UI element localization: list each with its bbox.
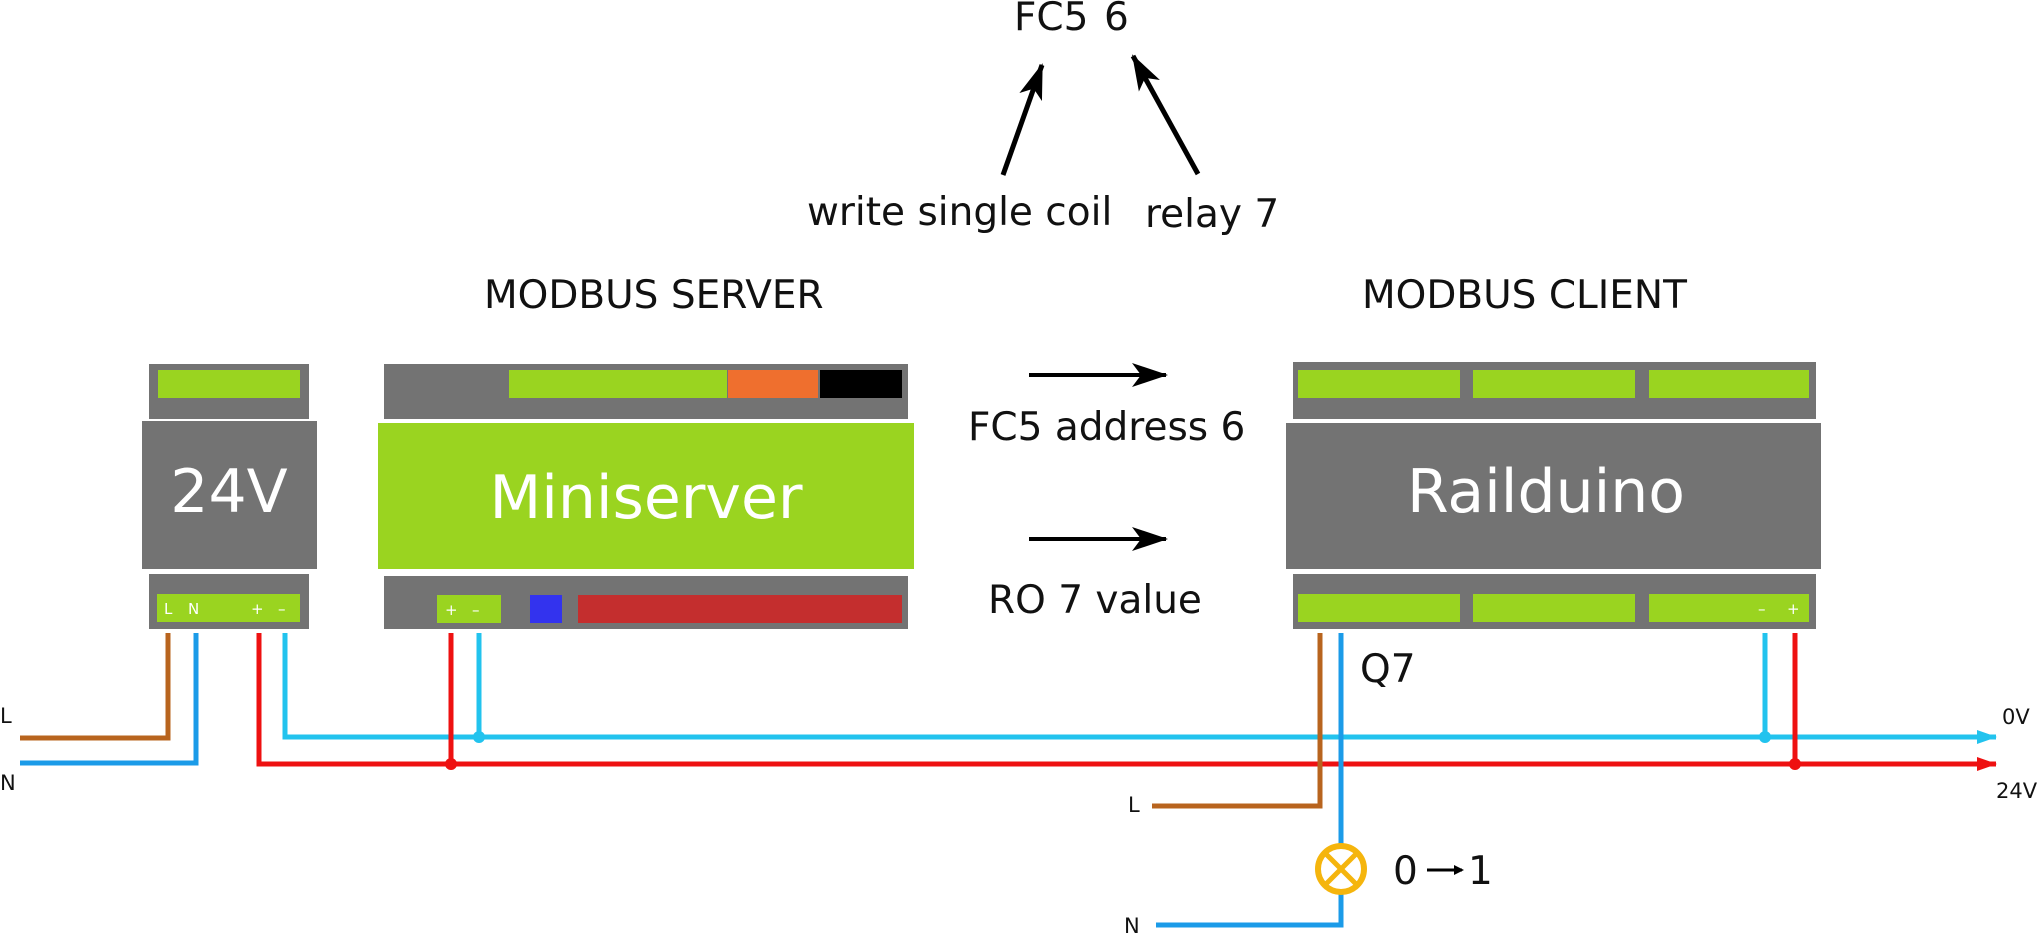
railduino-power-terminal [1649,594,1809,622]
fc-code-arrow [1000,63,1045,176]
wire-label-n-left: N [0,771,16,795]
psu-pin-n: N [188,600,199,618]
address-number-label: 6 [1104,0,1129,40]
fc-code-label: FC5 [1014,0,1088,40]
psu-top-terminal [158,370,300,398]
miniserver-body [378,423,914,569]
miniserver-module: Miniserver + – [378,364,914,629]
modbus-server-header: MODBUS SERVER [484,273,824,318]
miniserver-blue-port [530,595,562,623]
power-supply-module: 24V L N + – [142,364,317,629]
wire-mains-n [20,633,199,766]
wire-label-l-left: L [0,704,12,728]
railduino-module: Railduino – + [1286,362,1821,629]
psu-label: 24V [170,457,287,527]
railduino-pin-plus: + [1787,600,1800,618]
wire-mains-l [20,633,171,741]
lamp-state-to: 1 [1468,849,1493,894]
response-message-label: RO 7 value [988,578,1202,623]
railduino-top-terminal-2 [1473,370,1635,398]
wire-lamp-l [1152,633,1323,809]
railduino-pin-minus: – [1758,600,1766,618]
wire-24v-bus [256,633,1997,771]
miniserver-pin-minus: – [472,601,480,619]
node-miniserver-24v [445,758,457,770]
lamp-state-from: 0 [1393,849,1418,894]
wire-label-24v: 24V [1996,779,2038,803]
railduino-body [1286,423,1821,569]
railduino-top-terminal-1 [1298,370,1460,398]
railduino-label: Railduino [1407,457,1685,527]
miniserver-pin-plus: + [445,601,458,619]
miniserver-power-terminal [437,595,501,623]
wire-lamp-n [1156,893,1344,928]
psu-body [142,421,317,569]
railduino-relay-terminal-1 [1298,594,1460,622]
railduino-top-terminal-3 [1649,370,1809,398]
railduino-relay-terminal-2 [1473,594,1635,622]
wire-label-n-lamp: N [1124,914,1140,935]
miniserver-orange-port [728,370,818,398]
address-arrow [1130,54,1201,176]
psu-pin-minus: – [278,600,286,618]
node-miniserver-0v [473,731,485,743]
psu-pin-plus: + [251,600,264,618]
node-railduino-24v [1789,758,1801,770]
write-single-coil-label: write single coil [807,190,1112,235]
psu-pin-l: L [164,600,173,618]
request-message-label: FC5 address 6 [968,405,1245,450]
relay-7-label: relay 7 [1145,192,1279,237]
wire-label-l-lamp: L [1128,793,1140,817]
q7-output-label: Q7 [1360,647,1416,692]
miniserver-top-terminal [509,370,727,398]
miniserver-label: Miniserver [489,463,802,533]
node-railduino-0v [1759,731,1771,743]
psu-terminal-block [157,594,300,622]
wire-label-0v: 0V [2002,705,2030,729]
modbus-client-header: MODBUS CLIENT [1362,273,1687,318]
miniserver-red-port [578,595,902,623]
miniserver-black-port [820,370,902,398]
wire-0v-bus [282,633,1997,744]
lamp-icon [1315,843,1367,895]
